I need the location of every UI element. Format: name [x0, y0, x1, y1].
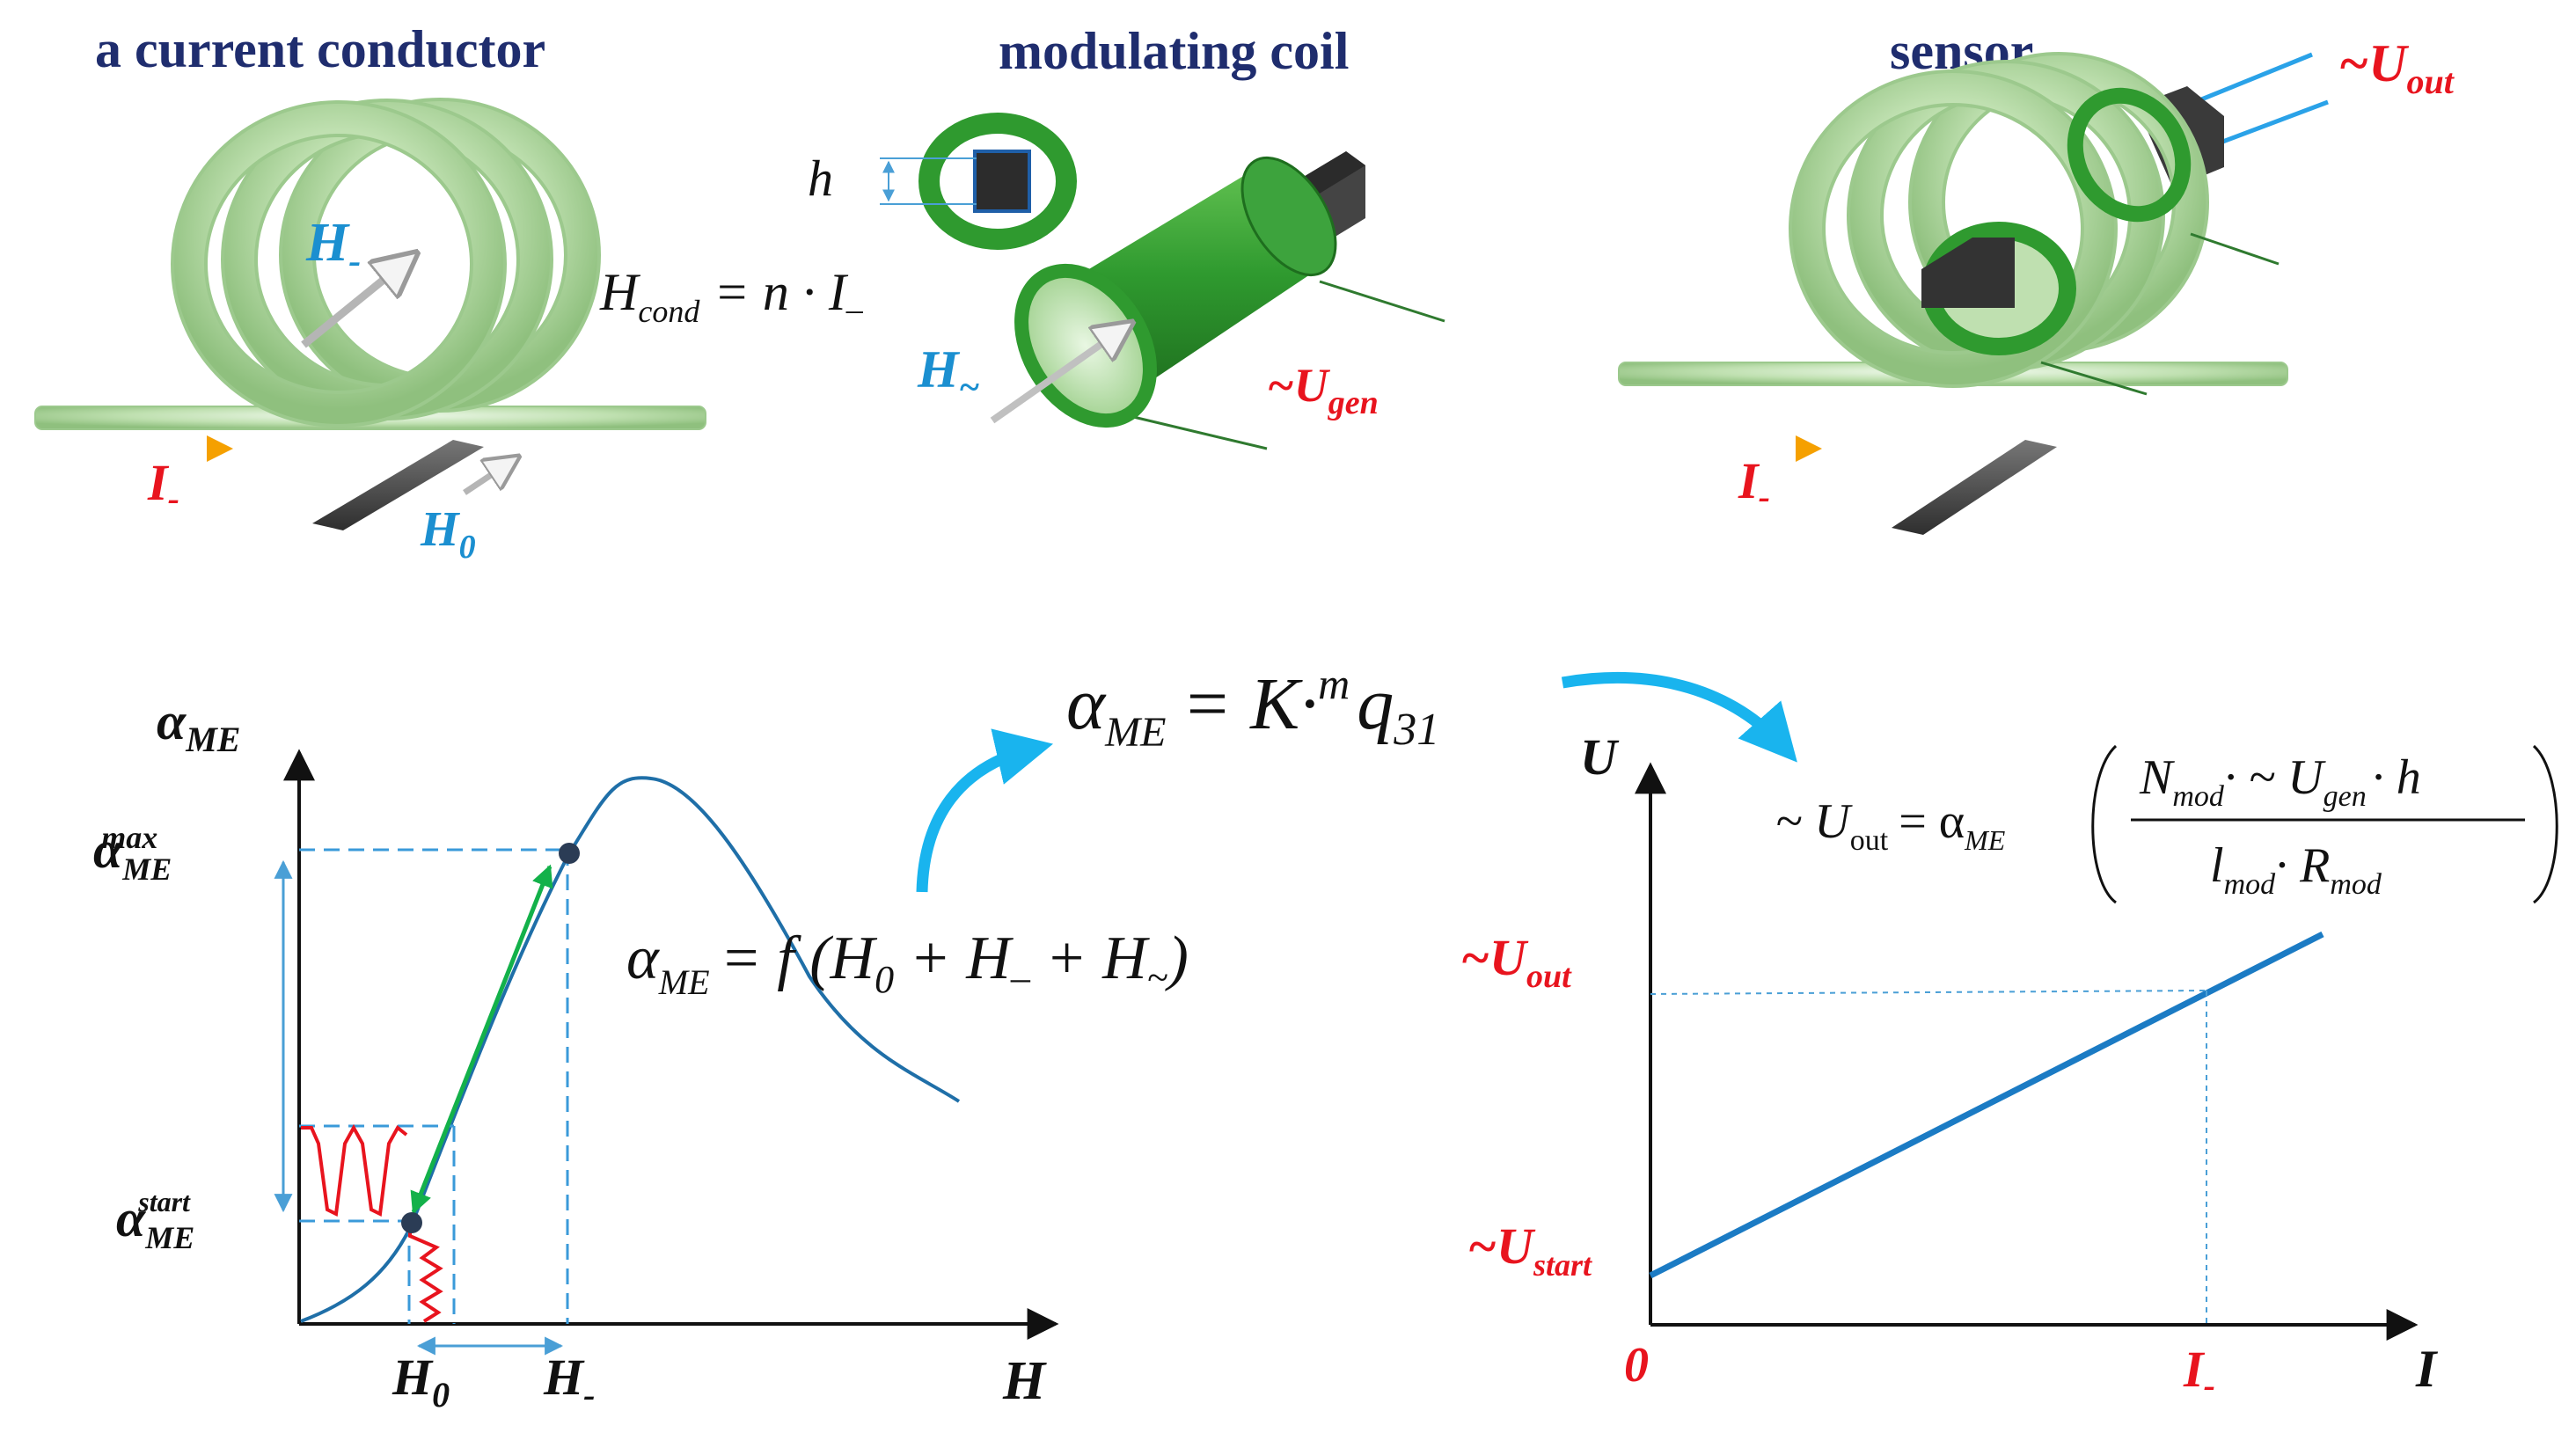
- u-out-formula: ~ Uout= αME Nmod· ~ Ugen· h lmod· Rmod: [1775, 744, 2558, 904]
- alpha-modulation-wave: [301, 1123, 408, 1217]
- operating-range-arrow: [410, 864, 553, 1215]
- header-modulating-coil: modulating coil: [999, 22, 1349, 80]
- coil-front-face: [1014, 263, 1157, 428]
- formula-numerator: Nmod· ~ Ugen· h: [2139, 750, 2421, 813]
- sensor-lead-2: [2206, 99, 2329, 150]
- x-tick-h0: H0: [392, 1349, 450, 1415]
- coil-lead-upper: [1319, 280, 1445, 323]
- coil-core-cross-section: [973, 150, 1031, 213]
- i-minus-label: I-: [147, 454, 179, 518]
- formula-denominator: lmod· Rmod: [2210, 838, 2382, 901]
- alpha-h-curve: [300, 776, 961, 1323]
- h-tilde-label: H~: [917, 340, 980, 408]
- u-i-line: [1649, 931, 2324, 1279]
- h-tilde-arrow: [990, 325, 1128, 424]
- u-gen-label: ~Ugen: [1267, 359, 1379, 421]
- flow-arrow-right: [1561, 671, 1797, 763]
- formula-left-paren: [2091, 744, 2118, 904]
- x-tick-h-minus: H-: [543, 1349, 595, 1415]
- modulating-coil-illustration: h H~ ~Ugen: [808, 113, 1445, 450]
- alpha-f-formula: αME= f (H0 + H– + H~): [626, 925, 1189, 1002]
- u-out-dash-h: [1650, 990, 2207, 995]
- coil-end-ring: [918, 113, 1077, 250]
- sensor-strip-conductor: [312, 440, 484, 530]
- alpha-start-label: αMEstart: [116, 1186, 194, 1255]
- right-graph: U I 0 ~Uout ~Ustart I-: [1460, 728, 2439, 1405]
- conductor-coil-turns: [171, 98, 601, 428]
- sensor-illustration: I- ~Uout: [1618, 34, 2455, 535]
- sensor-core-block: [1921, 238, 2015, 308]
- sensor-strip: [1892, 440, 2057, 535]
- h-minus-arrow: [301, 257, 412, 348]
- u-out-label: ~Uout: [2338, 34, 2455, 101]
- alpha-k-formula: αME= K·mq31: [1066, 659, 1439, 756]
- right-origin-label: 0: [1624, 1338, 1649, 1393]
- sensor-mod-coil-back: [2067, 87, 2192, 223]
- right-x-tick-i: I-: [2183, 1341, 2215, 1405]
- coil-lead-lower: [1125, 413, 1268, 450]
- left-y-axis-label: αME: [157, 692, 240, 759]
- h-dim-label: h: [808, 150, 833, 207]
- header-conductor: a current conductor: [95, 20, 545, 78]
- left-graph: αME αMEmax αMEstart H H0 H-: [93, 692, 1059, 1415]
- operating-point-start: [401, 1212, 422, 1233]
- alpha-max-label: αMEmax: [93, 820, 172, 887]
- right-u-start-label: ~Ustart: [1467, 1217, 1592, 1283]
- flow-arrow-left: [916, 728, 1054, 893]
- sensor-i-label: I-: [1738, 452, 1770, 516]
- sensor-lead-1: [2181, 52, 2313, 110]
- operating-point-max: [559, 843, 580, 864]
- h-modulation-wave: [408, 1225, 443, 1323]
- right-y-axis-label: U: [1580, 728, 1620, 786]
- h-minus-label: H-: [305, 213, 361, 281]
- hcond-formula: Hcond= n · I–: [599, 263, 864, 329]
- right-u-out-label: ~Uout: [1460, 929, 1572, 995]
- h0-label: H0: [420, 502, 476, 566]
- u-out-formula-lhs: ~ Uout= αME: [1775, 794, 2006, 857]
- conductor-illustration: H- H0 I-: [34, 98, 706, 566]
- h0-arrow: [463, 459, 515, 495]
- left-x-axis-label: H: [1002, 1351, 1047, 1411]
- formula-right-paren: [2532, 744, 2558, 904]
- right-x-axis-label: I: [2415, 1340, 2439, 1398]
